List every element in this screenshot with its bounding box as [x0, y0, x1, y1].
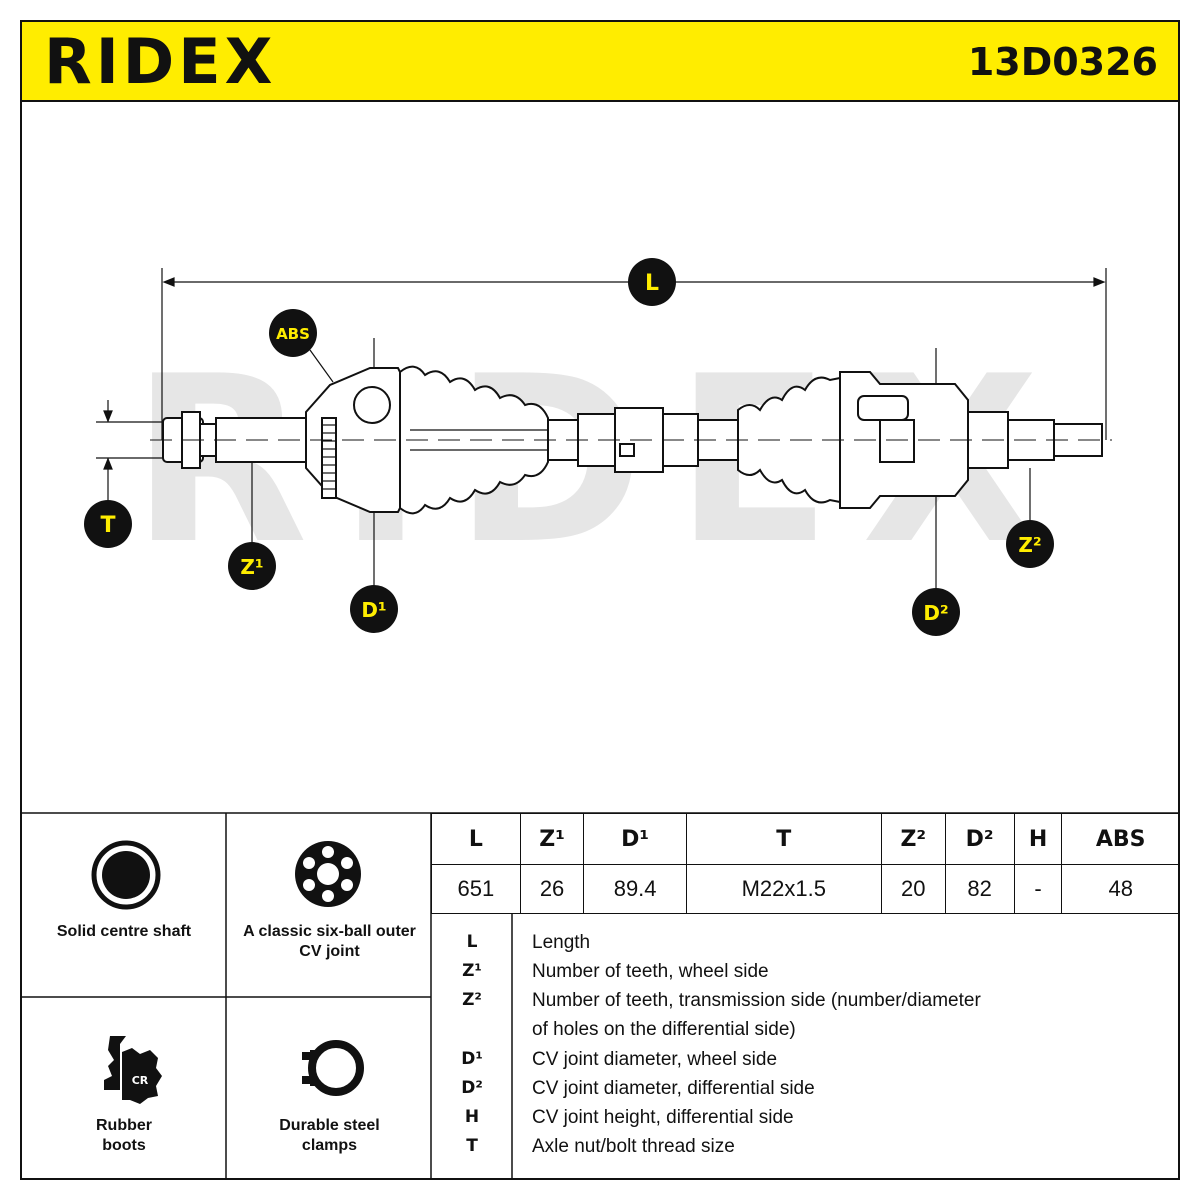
- spec-header-row: L Z¹ D¹ T Z² D² H ABS: [431, 813, 1180, 865]
- legend-text: Number of teeth, transmission side (numb…: [532, 990, 981, 1011]
- spec-header: L: [431, 813, 521, 865]
- spec-value: M22x1.5: [685, 864, 882, 914]
- callout-Z2: Z²: [1006, 520, 1054, 568]
- feature-six-ball-joint: A classic six-ball outer CV joint: [228, 922, 431, 982]
- callout-L: L: [628, 258, 676, 306]
- callout-leaders: [251, 338, 1031, 588]
- callout-Z1: Z¹: [228, 542, 276, 590]
- solid-shaft-icon: [91, 840, 161, 910]
- legend-text: CV joint height, differential side: [532, 1107, 794, 1128]
- legend-key: D¹: [461, 1049, 483, 1069]
- feature-caption: A classic six-ball outer CV joint: [243, 923, 416, 960]
- svg-text:D¹: D¹: [361, 598, 386, 622]
- legend-text: CV joint diameter, wheel side: [532, 1049, 778, 1070]
- spec-value: 20: [880, 864, 946, 914]
- spec-header: Z¹: [519, 813, 585, 865]
- steel-clamp-icon: [302, 1040, 364, 1096]
- legend-text: Axle nut/bolt thread size: [532, 1136, 735, 1157]
- legend-text: Length: [532, 932, 591, 953]
- datasheet-frame: RIDEX 13D0326: [20, 20, 1180, 1180]
- svg-text:CR: CR: [132, 1074, 149, 1087]
- legend-key: Z¹: [462, 961, 482, 981]
- svg-text:L: L: [645, 271, 659, 296]
- rubber-boot-icon: CR: [104, 1036, 162, 1104]
- callout-T: T: [84, 500, 132, 548]
- callout-D1: D¹: [350, 585, 398, 633]
- legend: L Length Z¹ Number of teeth, wheel side …: [432, 928, 1178, 1168]
- svg-text:ABS: ABS: [276, 325, 310, 343]
- spec-header: T: [685, 813, 882, 865]
- feature-steel-clamps: Durable steel clamps: [228, 1116, 431, 1176]
- svg-text:Z¹: Z¹: [240, 555, 263, 579]
- brand-logo: RIDEX: [44, 25, 277, 98]
- svg-text:Z²: Z²: [1018, 533, 1041, 557]
- feature-solid-shaft: Solid centre shaft: [22, 922, 226, 982]
- legend-key: D²: [461, 1078, 483, 1098]
- legend-key: Z²: [462, 990, 482, 1010]
- spec-value: 89.4: [583, 864, 687, 914]
- spec-value: 26: [519, 864, 585, 914]
- header-bar: RIDEX 13D0326: [22, 22, 1178, 102]
- spec-value: 48: [1061, 864, 1180, 914]
- spec-header: ABS: [1061, 813, 1180, 865]
- spec-value: -: [1013, 864, 1063, 914]
- feature-caption: Durable steel clamps: [279, 1117, 380, 1154]
- spec-header: D²: [944, 813, 1015, 865]
- part-number: 13D0326: [967, 40, 1158, 84]
- svg-text:D²: D²: [923, 601, 948, 625]
- six-ball-joint-icon: [295, 841, 361, 907]
- legend-text: CV joint diameter, differential side: [532, 1078, 815, 1099]
- spec-value: 82: [944, 864, 1015, 914]
- feature-caption: Solid centre shaft: [56, 923, 192, 940]
- spec-header: Z²: [880, 813, 946, 865]
- legend-text: of holes on the differential side): [532, 1019, 796, 1040]
- legend-key: H: [464, 1107, 480, 1127]
- spec-value-row: 651 26 89.4 M22x1.5 20 82 - 48: [431, 864, 1180, 914]
- callout-D2: D²: [912, 588, 960, 636]
- legend-key: L: [466, 932, 478, 952]
- legend-key: T: [466, 1136, 478, 1156]
- feature-caption: Rubber boots: [96, 1117, 152, 1154]
- feature-rubber-boots: Rubber boots: [22, 1116, 226, 1176]
- spec-table: L Z¹ D¹ T Z² D² H ABS 651 26 89.4 M22x1.…: [431, 813, 1180, 914]
- spec-value: 651: [431, 864, 521, 914]
- callout-ABS: ABS: [269, 309, 317, 357]
- legend-text: Number of teeth, wheel side: [532, 961, 769, 982]
- svg-text:T: T: [100, 513, 115, 538]
